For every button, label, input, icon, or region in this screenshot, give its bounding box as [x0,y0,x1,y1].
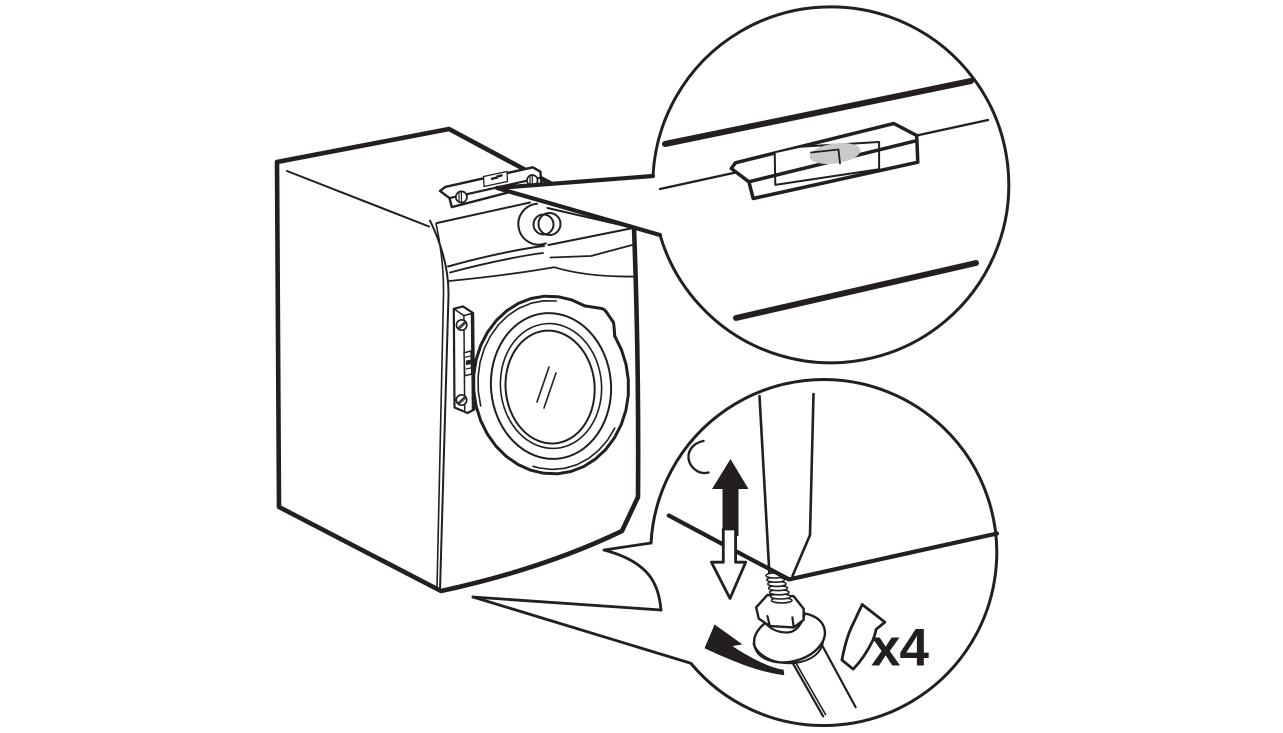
svg-text:x4: x4 [871,619,929,678]
